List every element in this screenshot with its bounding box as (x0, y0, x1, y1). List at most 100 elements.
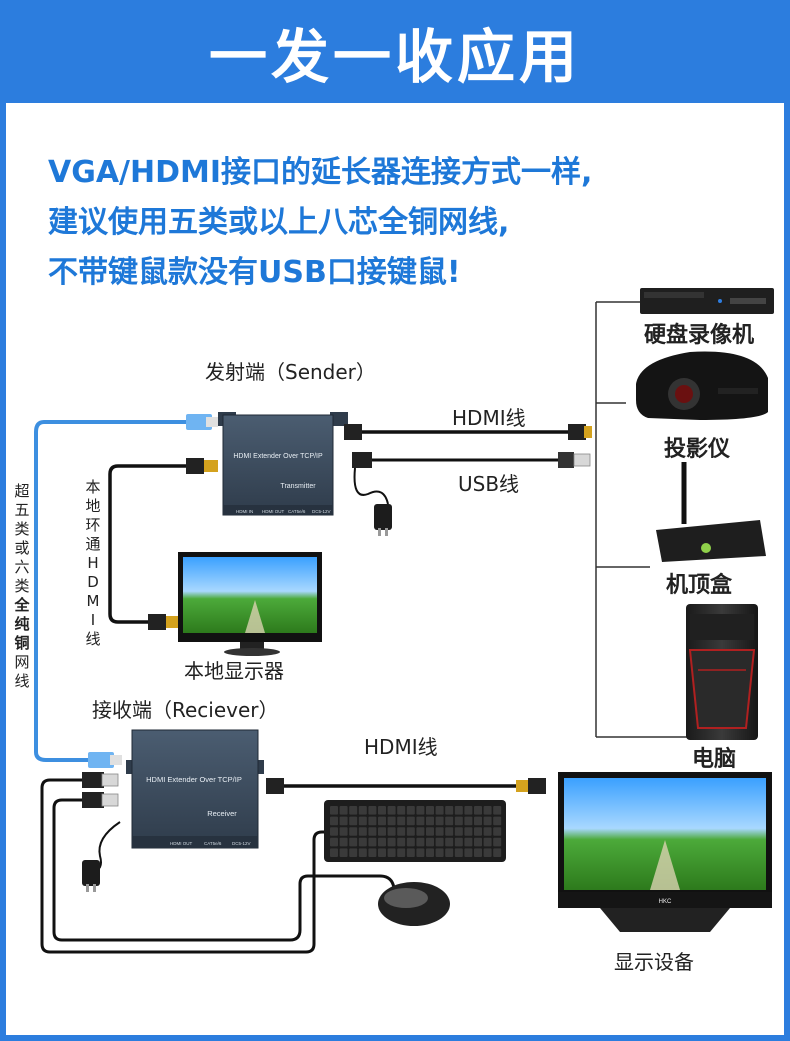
keyboard (324, 800, 506, 862)
keyboard-key (474, 816, 482, 826)
keyboard-key (358, 827, 367, 836)
vertical-char: 通 (85, 535, 101, 553)
keyboard-key (358, 816, 367, 826)
vertical-char: 线 (85, 630, 101, 648)
keyboard-key (474, 827, 482, 836)
source-bracket (595, 301, 690, 738)
keyboard-key (493, 816, 502, 826)
keyboard-key (483, 806, 492, 815)
vertical-char: M (86, 592, 100, 610)
keyboard-key (426, 827, 434, 836)
keyboard-key (445, 848, 454, 857)
loop-hdmi-cable (108, 464, 188, 624)
keyboard-key (464, 837, 473, 847)
keyboard-key (454, 827, 463, 836)
keyboard-key (378, 837, 386, 847)
usb-cable-label: USB线 (458, 472, 520, 496)
vertical-char: 六 (14, 558, 30, 576)
keyboard-key (426, 816, 434, 826)
vertical-char: 本 (85, 478, 101, 496)
keyboard-key (426, 806, 434, 815)
vertical-char: 或 (14, 539, 30, 557)
keyboard-key (445, 837, 454, 847)
keyboard-key (349, 806, 358, 815)
receiver-title: HDMI Extender Over TCP/IP (146, 775, 242, 784)
vertical-char: 五 (14, 501, 30, 519)
keyboard-key (406, 827, 415, 836)
vertical-char: 地 (85, 497, 101, 515)
keyboard-key (416, 827, 425, 836)
hdmi-plug (148, 614, 180, 630)
keyboard-key (416, 816, 425, 826)
keyboard-key (339, 848, 348, 857)
keyboard-key (358, 837, 367, 847)
local-monitor (178, 552, 322, 656)
keyboard-key (493, 827, 502, 836)
port-label: CAT5e/6 (288, 509, 306, 514)
keyboard-key (397, 848, 406, 857)
keyboard-key (349, 827, 358, 836)
keyboard-key (397, 837, 406, 847)
keyboard-key (454, 837, 463, 847)
keyboard-key (454, 848, 463, 857)
display-device-label: 显示设备 (614, 950, 694, 974)
keyboard-key (493, 837, 502, 847)
vertical-char: 铜 (14, 634, 30, 652)
transmitter-title: HDMI Extender Over TCP/IP (233, 453, 323, 460)
transmitter-role: Transmitter (280, 483, 316, 490)
projector-device (636, 351, 768, 420)
keyboard-key (358, 848, 367, 857)
keyboard-key (387, 816, 396, 826)
keyboard-key (368, 806, 377, 815)
keyboard-key (339, 806, 348, 815)
source-label-pc: 电脑 (692, 747, 737, 772)
keyboard-key (454, 816, 463, 826)
keyboard-key (406, 816, 415, 826)
hdmi-plug (186, 458, 218, 474)
vertical-char: H (87, 554, 99, 572)
intro-line: VGA/HDMI接口的延长器连接方式一样, (48, 155, 593, 190)
source-label-settop: 机顶盒 (666, 573, 733, 598)
keyboard-key (330, 806, 338, 815)
keyboard-key (435, 816, 444, 826)
keyboard-key (416, 848, 425, 857)
transmitter-box: HDMI Extender Over TCP/IP Transmitter HD… (218, 412, 348, 516)
receiver-label: 接收端（Reciever） (92, 698, 279, 722)
vertical-char: 全 (14, 596, 30, 614)
vertical-char: I (90, 611, 96, 629)
keyboard-key (435, 848, 444, 857)
keyboard-key (368, 837, 377, 847)
keyboard-key (474, 848, 482, 857)
keyboard-key (426, 848, 434, 857)
keyboard-key (435, 837, 444, 847)
intro-line: 建议使用五类或以上八芯全铜网线, (48, 205, 510, 240)
keyboard-key (416, 806, 425, 815)
keyboard-key (435, 827, 444, 836)
keyboard-key (349, 848, 358, 857)
keyboard-key (330, 816, 338, 826)
keyboard-key (368, 827, 377, 836)
keyboard-key (378, 827, 386, 836)
keyboard-key (406, 806, 415, 815)
keyboard-key (378, 816, 386, 826)
keyboard-key (426, 837, 434, 847)
keyboard-key (368, 848, 377, 857)
port-label: HDMI OUT (170, 841, 192, 846)
network-cable (34, 420, 190, 762)
keyboard-key (445, 827, 454, 836)
vertical-char: 类 (14, 520, 30, 538)
sender-label: 发射端（Sender） (205, 360, 376, 384)
dvr-device (640, 288, 774, 314)
usb-plug (82, 792, 119, 808)
keyboard-key (435, 806, 444, 815)
keyboard-cable (40, 778, 330, 954)
keyboard-key (416, 837, 425, 847)
page-title: 一发一收应用 (208, 22, 581, 91)
hdmi-cable-bottom (266, 778, 546, 794)
vertical-char: 超 (14, 482, 30, 500)
keyboard-key (483, 816, 492, 826)
receiver-role: Receiver (207, 809, 237, 818)
vertical-char: 纯 (14, 615, 30, 633)
